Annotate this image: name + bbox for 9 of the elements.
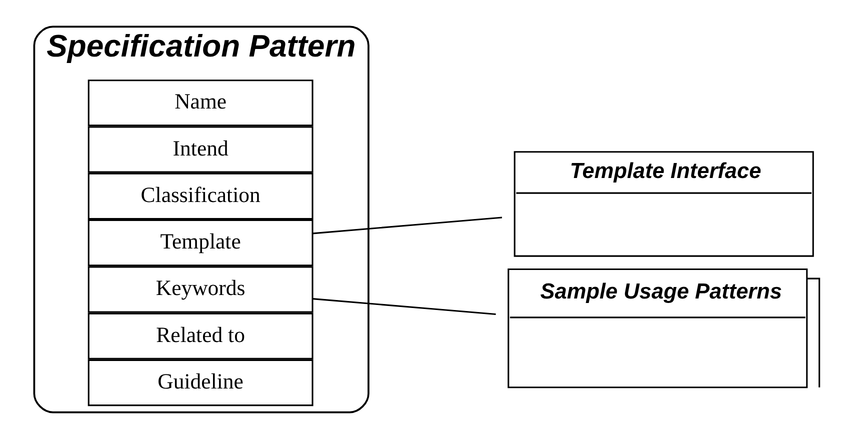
node-box: Classification — [87, 172, 313, 220]
connector — [312, 298, 496, 316]
node-box: Guideline — [87, 359, 313, 406]
node-box: Name — [87, 80, 313, 126]
node-box: Related to — [87, 312, 313, 360]
node-box: Keywords — [87, 266, 313, 313]
node-box: Template — [87, 220, 313, 266]
node-box: Intend — [87, 126, 313, 173]
connector — [312, 216, 502, 234]
